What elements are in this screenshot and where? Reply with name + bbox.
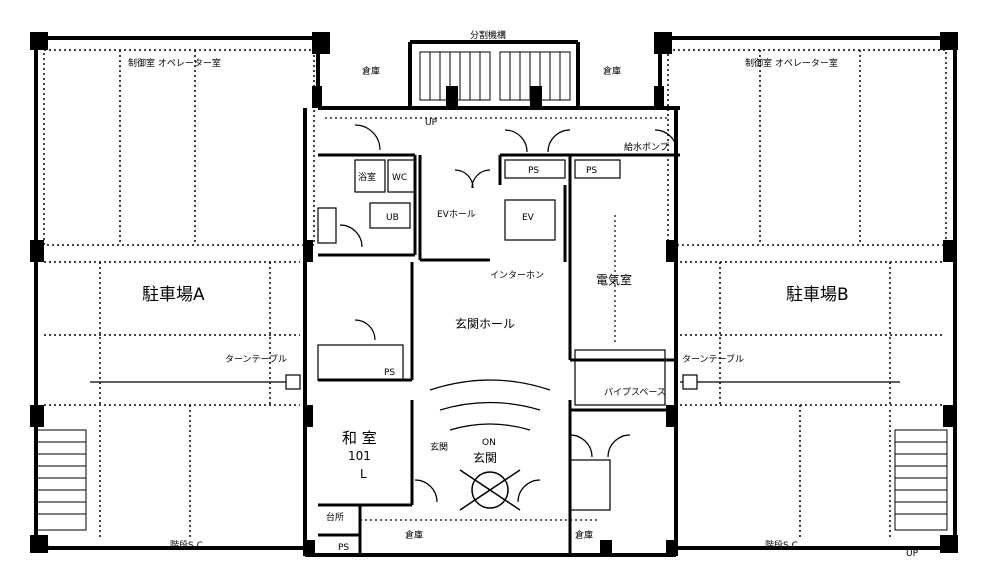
label-operator-room-left: 制御室 オペレーター室 (128, 57, 221, 69)
label-ps-3: PS (338, 543, 349, 553)
label-up-bottom-left: UP (38, 545, 51, 555)
label-ub: UB (386, 213, 399, 223)
parking-grid-left (43, 49, 315, 540)
interior-walls (318, 153, 680, 555)
stairs-top (419, 51, 571, 101)
label-intercom: インターホン (490, 270, 544, 281)
label-up-top: UP (425, 118, 438, 128)
label-entrance-hall: 玄関ホール (455, 316, 515, 331)
core-dotted (325, 117, 670, 521)
columns (30, 32, 958, 556)
label-operator-room-right: 制御室 オペレーター室 (745, 57, 838, 69)
label-elevator: EV (522, 213, 535, 223)
label-storage-bottom-1: 倉庫 (405, 529, 423, 541)
turntable-tracks (90, 374, 900, 390)
label-parking-a: 駐車場A (142, 285, 205, 305)
label-storage-bottom-2: 倉庫 (575, 529, 593, 541)
stairs-bottom-right (894, 429, 948, 531)
outer-walls (34, 36, 957, 557)
entry-curves (429, 379, 551, 431)
label-storage-top-right: 倉庫 (603, 65, 621, 77)
label-room-number: 101 (348, 449, 371, 463)
label-genkan: 玄関 (473, 450, 497, 465)
label-on: ON (482, 438, 496, 448)
label-room-l: L (360, 467, 367, 481)
door-swings (339, 124, 678, 503)
label-ev-hall: EVホール (437, 209, 476, 220)
label-up-bottom-right: UP (906, 549, 919, 559)
label-turntable-left: ターンテーブル (225, 353, 287, 365)
label-stair-right: 階段S.C. (765, 539, 801, 551)
thin-walls (317, 159, 666, 511)
label-storage-top-left: 倉庫 (362, 65, 380, 77)
label-pipe-space: パイプスペース (604, 387, 666, 398)
label-title-top: 分割機構 (470, 29, 506, 41)
parking-grid-right (667, 49, 947, 540)
label-wc: WC (392, 173, 407, 183)
label-turntable-right: ターンテーブル (682, 353, 744, 365)
label-kitchen: 台所 (326, 511, 344, 523)
label-parking-b: 駐車場B (786, 285, 849, 305)
label-electric-room: 電気室 (596, 272, 632, 287)
label-washitsu: 和 室 (342, 429, 377, 447)
label-ps-4: PS (384, 368, 395, 378)
label-entry-left: 玄関 (430, 441, 448, 453)
label-ps-2: PS (586, 166, 597, 176)
label-stair-left: 階段S.C. (170, 539, 206, 551)
label-ps-1: PS (528, 166, 539, 176)
revolving-door (459, 469, 521, 511)
label-bath: 浴室 (358, 171, 376, 183)
stairs-bottom-left (35, 429, 87, 531)
label-water-pump: 給水ポンプ (624, 141, 669, 153)
